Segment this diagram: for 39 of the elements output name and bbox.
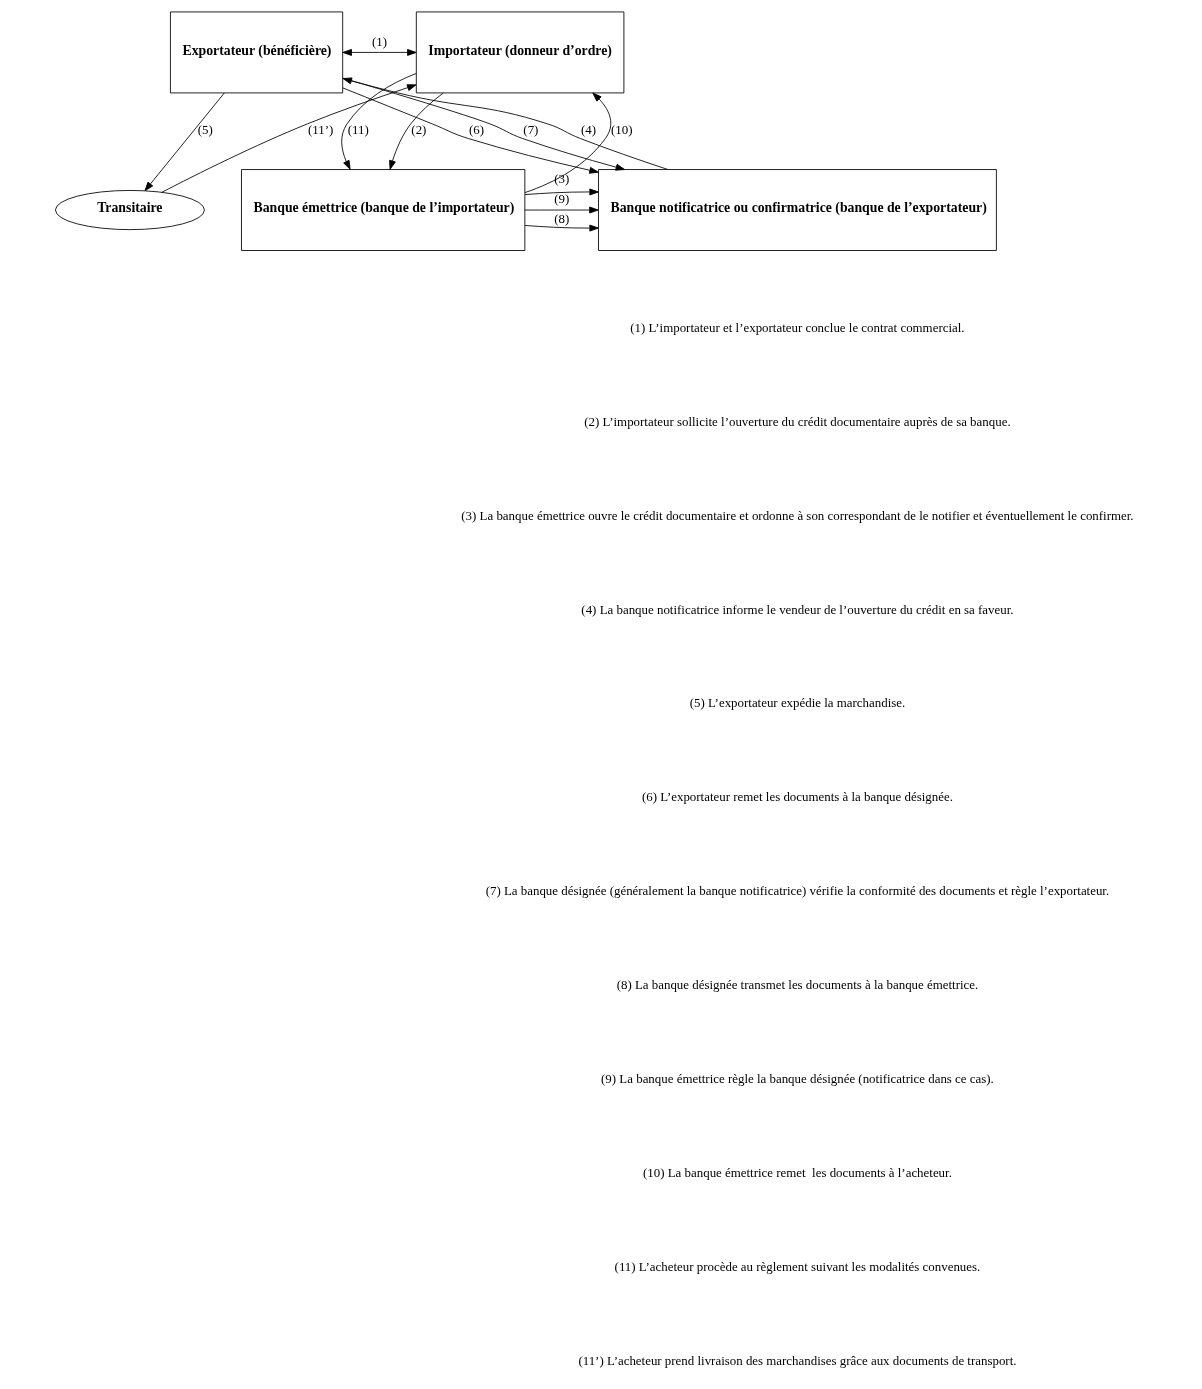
node-box: Banque émettrice (banque de l’importateur) xyxy=(240,169,525,251)
edge-label: (10) xyxy=(610,122,632,138)
arrow xyxy=(388,92,444,170)
label: (10) La banque émettrice remet les documents à l’acheteur. xyxy=(642,1164,952,1180)
edge-label: (5) xyxy=(197,122,213,138)
arrow xyxy=(340,73,417,170)
node-ellipse: Transitaire xyxy=(54,190,205,231)
edge-label: (3) xyxy=(553,171,569,187)
arrow xyxy=(523,206,599,214)
label: (5) L’exportateur expédie la marchandise. xyxy=(689,695,905,711)
arrow xyxy=(144,92,225,192)
edge-label: (7) xyxy=(522,122,538,138)
label: (11’) L’acheteur prend livraison des marchandises grâce aux documents de transport. xyxy=(577,1352,1016,1368)
arrow xyxy=(524,188,599,196)
edge-label: (8) xyxy=(553,210,569,226)
label: (3) La banque émettrice ouvre le crédit documentaire et ordonne à son correspondant de le notifier et éventuellement le confirmer. xyxy=(460,507,1134,523)
label: (11) L’acheteur procède au règlement suivant les modalités convenues. xyxy=(614,1258,980,1274)
label: (1) L’importateur et l’exportateur conclue le contrat commercial. xyxy=(629,319,965,335)
edge-label: (11’) xyxy=(307,122,333,138)
label: (2) L’importateur sollicite l’ouverture du crédit documentaire auprès de sa banque. xyxy=(583,413,1011,429)
label: (6) L’exportateur remet les documents à la banque désignée. xyxy=(641,789,953,805)
edge-label: (1) xyxy=(371,33,387,49)
arrow xyxy=(341,48,417,56)
arrow xyxy=(524,224,599,232)
arrow xyxy=(160,84,416,193)
node-box: Banque notificatrice ou confirmatrice (banque de l’exportateur) xyxy=(597,169,997,251)
label: (8) La banque désignée transmet les documents à la banque émettrice. xyxy=(616,977,978,993)
arrow xyxy=(524,92,611,193)
edge-label: (9) xyxy=(553,191,569,207)
node-box: Importateur (donneur d’ordre) xyxy=(415,11,624,94)
edge-label: (11) xyxy=(347,122,369,138)
edge-label: (4) xyxy=(580,122,596,138)
label: (9) La banque émettrice règle la banque désignée (notificatrice dans ce cas). xyxy=(600,1070,994,1086)
label: (4) La banque notificatrice informe le vendeur de l’ouverture du crédit en sa faveur. xyxy=(580,601,1014,617)
label: (7) La banque désignée (généralement la banque notificatrice) vérifie la conformité des documents et règle l’exportateur. xyxy=(485,883,1109,899)
edge-label: (2) xyxy=(410,122,426,138)
arrow xyxy=(341,87,599,174)
edge-label: (6) xyxy=(468,122,484,138)
node-box: Exportateur (bénéficière) xyxy=(169,11,343,94)
